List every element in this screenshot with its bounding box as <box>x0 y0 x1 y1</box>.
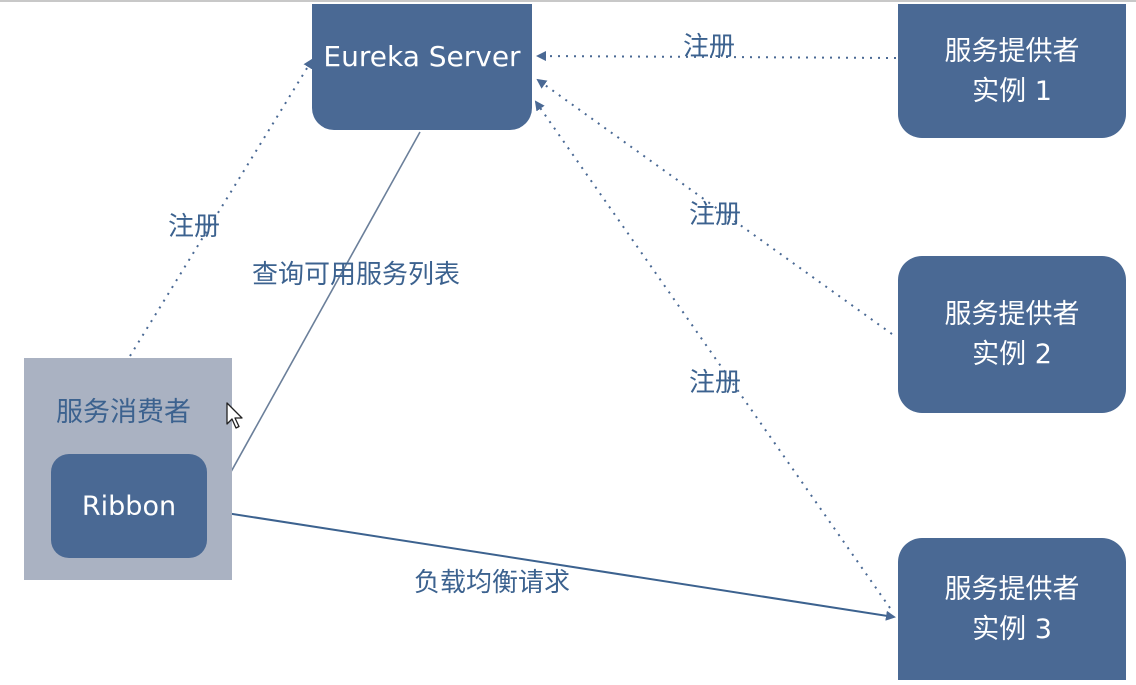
provider-3-title: 服务提供者 <box>944 574 1080 605</box>
mouse-pointer-icon <box>226 402 243 429</box>
load-balance-request-label: 负载均衡请求 <box>414 568 571 598</box>
provider-instance-1-node: 服务提供者 实例 1 <box>898 4 1126 138</box>
query-service-list-label: 查询可用服务列表 <box>252 260 461 290</box>
top-border <box>0 0 1136 2</box>
register-label-consumer: 注册 <box>168 212 221 242</box>
ribbon-label: Ribbon <box>81 490 177 522</box>
edge-register-provider-2 <box>536 78 893 335</box>
eureka-server-label: Eureka Server <box>323 39 521 73</box>
service-consumer-label: 服务消费者 <box>56 397 191 428</box>
provider-instance-2-node: 服务提供者 实例 2 <box>898 256 1126 413</box>
register-label-provider-3: 注册 <box>689 368 742 398</box>
provider-2-instance: 实例 2 <box>972 338 1052 370</box>
edge-load-balance-request <box>206 509 896 621</box>
provider-3-instance: 实例 3 <box>972 614 1052 645</box>
edge-register-provider-3 <box>534 100 891 609</box>
eureka-server-node: Eureka Server <box>312 4 532 130</box>
provider-1-title: 服务提供者 <box>944 36 1080 67</box>
provider-instance-3-node: 服务提供者 实例 3 <box>898 538 1126 680</box>
register-label-provider-2: 注册 <box>689 200 742 230</box>
edge-register-consumer <box>129 58 314 357</box>
ribbon-node: Ribbon <box>51 454 207 558</box>
provider-1-instance: 实例 1 <box>972 76 1052 107</box>
register-label-provider-1: 注册 <box>683 32 736 62</box>
provider-2-title: 服务提供者 <box>944 298 1080 330</box>
edge-query-service-list <box>210 131 421 508</box>
